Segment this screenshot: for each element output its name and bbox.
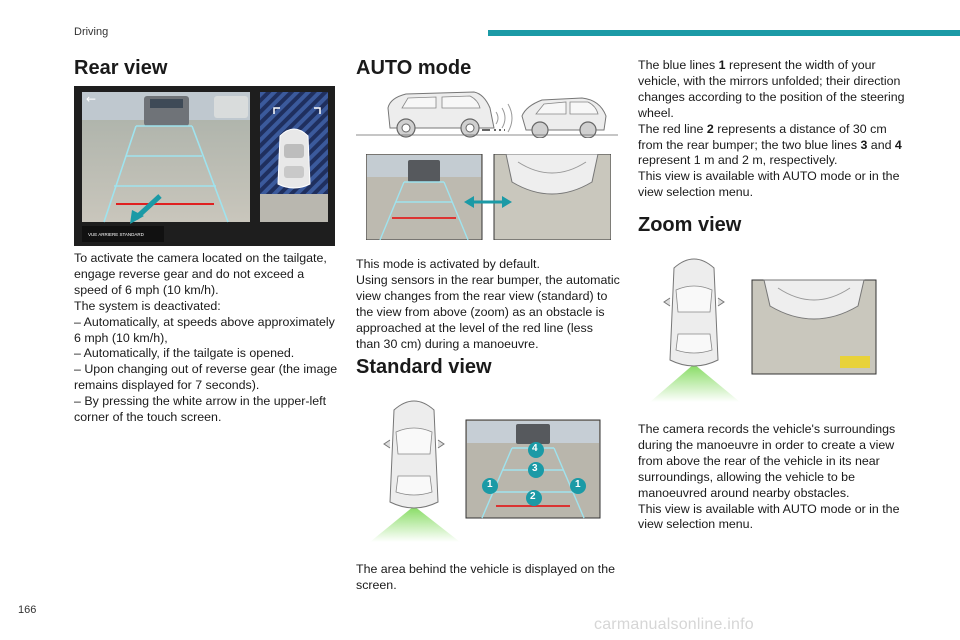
auto-mode-title: AUTO mode xyxy=(356,57,472,79)
standard-view-title: Standard view xyxy=(356,356,492,378)
auto-mode-views-illustration xyxy=(366,154,611,240)
rear-view-description: To activate the camera located on the ta… xyxy=(74,251,340,426)
header-section-label: Driving xyxy=(74,26,109,38)
screen-view-label: VUE ARRIERE STANDARD xyxy=(88,232,144,237)
zoom-view-title: Zoom view xyxy=(638,214,742,236)
marker-label-1-left: 1 xyxy=(487,479,493,490)
marker-label-4: 4 xyxy=(532,443,538,454)
auto-mode-description: This mode is activated by default. Using… xyxy=(356,257,620,352)
marker-label-3: 3 xyxy=(532,463,538,474)
standard-view-illustration: 4 3 1 2 1 xyxy=(356,392,606,546)
paragraph: The camera records the vehicle's surroun… xyxy=(638,422,896,500)
paragraph: – By pressing the white arrow in the upp… xyxy=(74,394,327,425)
standard-view-caption: The area behind the vehicle is displayed… xyxy=(356,562,615,592)
guide-lines-description: The blue lines 1 represent the width of … xyxy=(638,58,908,201)
rear-camera-screen-image: ← VUE ARRIERE STANDARD xyxy=(74,86,335,246)
watermark: carmanualsonline.info xyxy=(594,616,754,633)
auto-mode-cars-illustration xyxy=(356,86,618,138)
paragraph: – Automatically, at speeds above approxi… xyxy=(74,314,335,345)
page-number: 166 xyxy=(18,604,37,616)
back-arrow-icon: ← xyxy=(86,92,96,106)
zoom-view-description: The camera records the vehicle's surroun… xyxy=(638,422,900,533)
paragraph: – Upon changing out of reverse gear (the… xyxy=(74,362,338,393)
paragraph: The blue lines 1 represent the width of … xyxy=(638,58,905,120)
paragraph: Using sensors in the rear bumper, the au… xyxy=(356,272,620,351)
paragraph: This view is available with AUTO mode or… xyxy=(638,501,900,532)
paragraph: The red line 2 represents a distance of … xyxy=(638,121,902,168)
paragraph: This mode is activated by default. xyxy=(356,257,540,271)
marker-label-2: 2 xyxy=(530,491,536,502)
paragraph: To activate the camera located on the ta… xyxy=(74,251,327,297)
zoom-view-illustration xyxy=(640,252,880,406)
rear-view-title: Rear view xyxy=(74,57,168,79)
marker-label-1-right: 1 xyxy=(575,479,581,490)
paragraph: The system is deactivated: xyxy=(74,298,221,313)
header-accent-bar xyxy=(488,30,960,36)
paragraph: – Automatically, if the tailgate is open… xyxy=(74,346,295,361)
paragraph: This view is available with AUTO mode or… xyxy=(638,169,900,200)
